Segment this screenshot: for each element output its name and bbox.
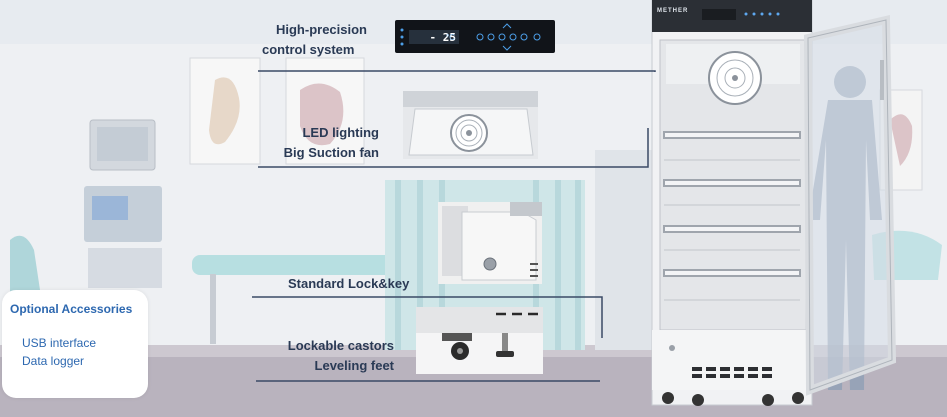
accessory-item: Data logger (22, 354, 85, 368)
temperature-unit: °C (446, 33, 455, 42)
feature-label-line: Leveling feet (314, 358, 394, 373)
glass-door (803, 14, 897, 396)
hospital-bed (192, 255, 424, 275)
temperature-readout: - 25 (429, 31, 457, 44)
feature-label-line: Big Suction fan (283, 145, 379, 160)
brand-logo: METHER (657, 8, 689, 14)
feature-label-lighting: LED lighting Big Suction fan (274, 123, 379, 163)
accessories-title: Optional Accessories (10, 302, 133, 316)
refrigerator (651, 0, 897, 406)
feature-label-control: High-precision control system (262, 20, 367, 60)
feature-label-line: LED lighting (302, 125, 379, 140)
feature-label-line: Standard Lock&key (288, 276, 410, 291)
optional-accessories-card: Optional Accessories USB interface Data … (2, 290, 148, 398)
lock-photo (438, 202, 542, 284)
feature-label-line: Lockable castors (287, 338, 394, 353)
castor-photo (416, 307, 543, 374)
control-panel-display (395, 20, 555, 53)
fan-photo (403, 91, 538, 159)
feature-label-lock: Standard Lock&key (288, 274, 409, 294)
feature-label-line: High-precision (275, 22, 367, 37)
feature-label-line: control system (262, 42, 355, 57)
shelves (663, 131, 801, 277)
feature-label-castors: Lockable castors Leveling feet (284, 336, 394, 376)
accessory-item: USB interface (22, 336, 97, 350)
